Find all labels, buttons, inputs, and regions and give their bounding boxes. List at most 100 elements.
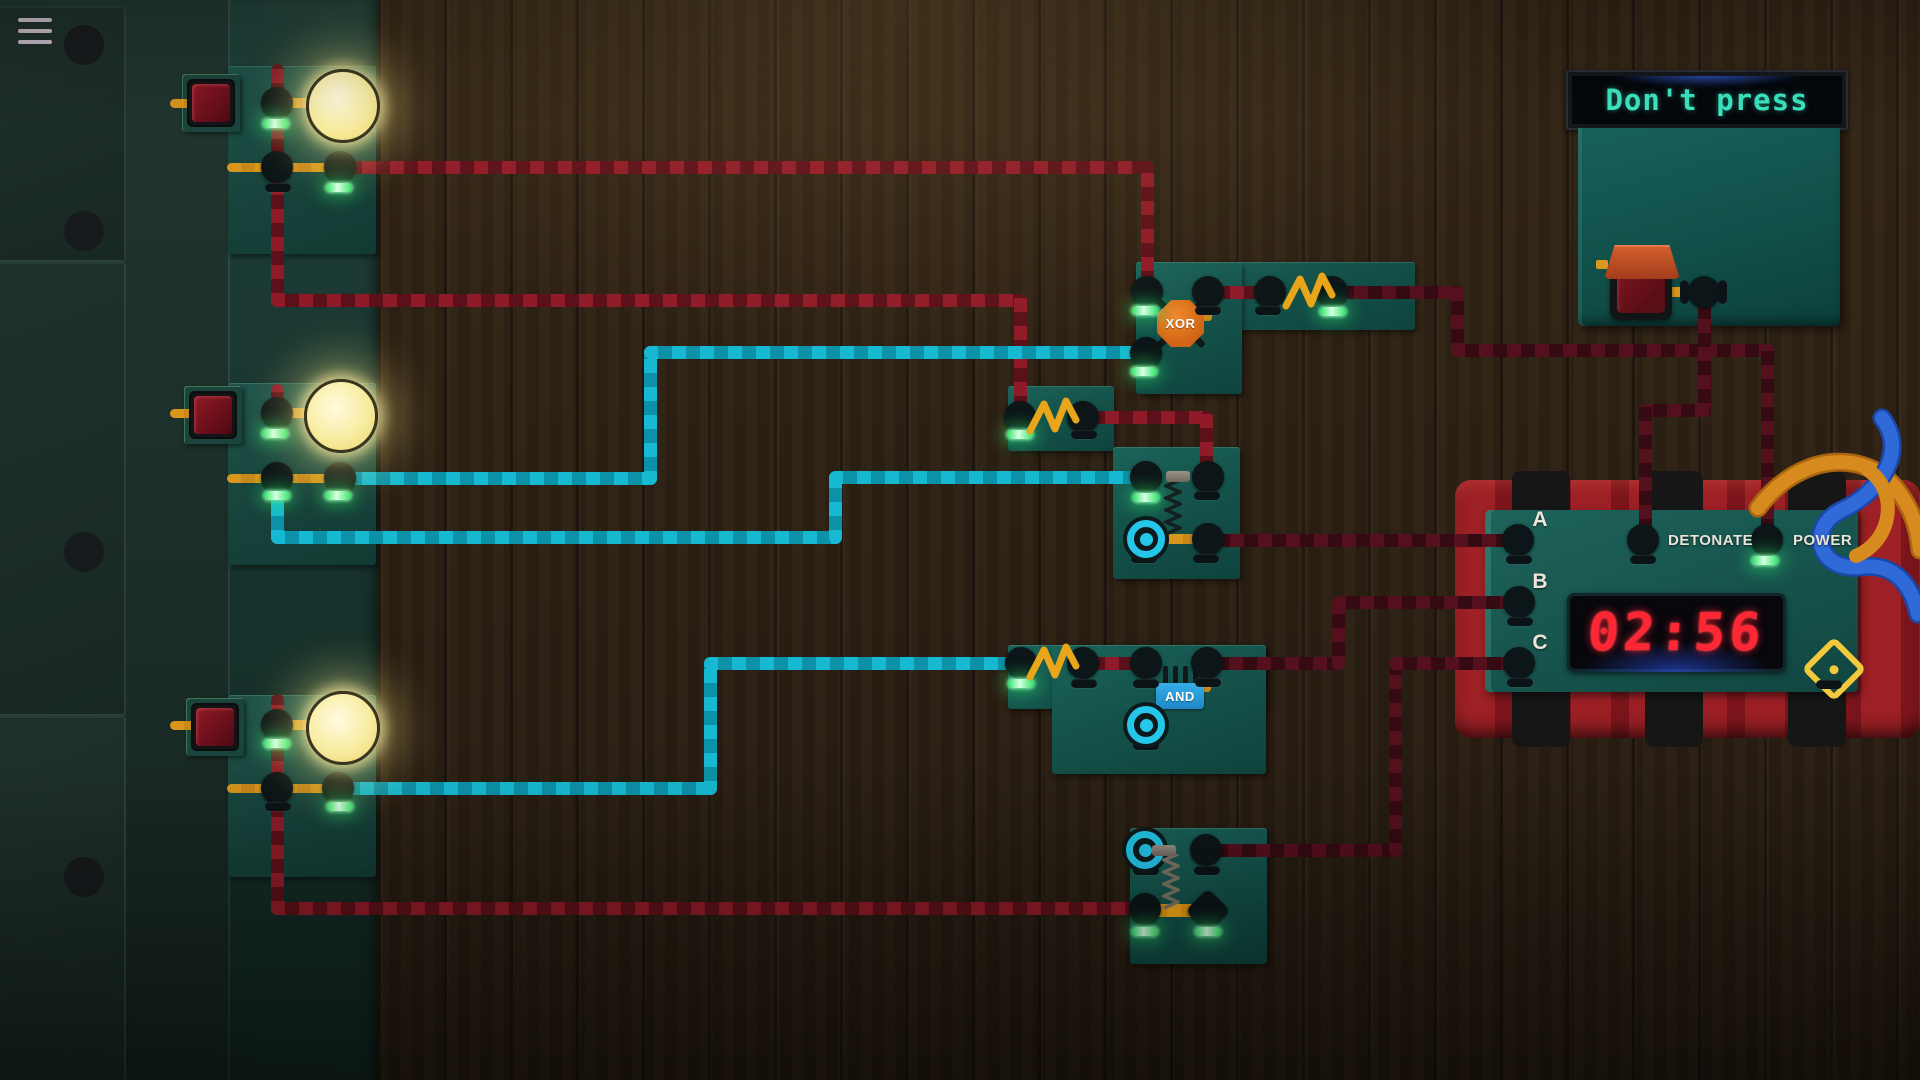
port-cover-pill	[1507, 617, 1533, 626]
module-red-button[interactable]	[187, 79, 235, 127]
green-led-indicator	[264, 491, 290, 500]
connector-port[interactable]	[1502, 524, 1534, 556]
green-led-indicator	[1195, 927, 1221, 936]
green-led-indicator	[1752, 556, 1778, 565]
connector-port[interactable]	[1191, 647, 1223, 679]
port-cover-pill	[1680, 280, 1689, 304]
bomb-input-label-A: A	[1532, 508, 1548, 531]
green-led-indicator	[1133, 493, 1159, 502]
connector-port[interactable]	[1190, 834, 1222, 866]
connector-port[interactable]	[261, 709, 293, 741]
port-cover-pill	[1255, 306, 1281, 315]
wall-door-panel	[0, 716, 126, 1080]
port-cover-pill	[1133, 679, 1159, 688]
wire-red[interactable]	[333, 160, 1154, 174]
indicator-bulb-lit	[306, 69, 380, 143]
connector-port[interactable]	[261, 772, 293, 804]
solenoid-cap	[1166, 471, 1190, 482]
wire-red[interactable]	[270, 901, 1152, 915]
connector-port[interactable]	[1129, 893, 1161, 925]
port-cover-pill	[1630, 555, 1656, 564]
connector-port[interactable]	[261, 151, 293, 183]
xor-chip-label: XOR	[1165, 316, 1196, 331]
green-led-indicator	[1132, 927, 1158, 936]
connector-port[interactable]	[1131, 276, 1163, 308]
port-cover-pill	[1816, 680, 1842, 689]
port-cover-pill	[1195, 306, 1221, 315]
coil-spring	[1159, 852, 1183, 917]
wire-cyan[interactable]	[333, 471, 657, 485]
bomb-input-label-B: B	[1532, 570, 1548, 593]
wire-cyan[interactable]	[703, 656, 717, 795]
connector-port[interactable]	[1130, 461, 1162, 493]
wire-red[interactable]	[270, 293, 1027, 307]
green-led-indicator	[1132, 306, 1158, 315]
resistor-component[interactable]	[1026, 391, 1080, 446]
rotary-dial[interactable]	[1123, 702, 1169, 748]
connector-port[interactable]	[1192, 461, 1224, 493]
green-led-indicator	[262, 429, 288, 438]
connector-port[interactable]	[1503, 647, 1535, 679]
connector-port[interactable]	[1503, 586, 1535, 618]
connector-port[interactable]	[322, 772, 354, 804]
wire-cyan[interactable]	[703, 656, 1028, 670]
connector-port[interactable]	[1192, 276, 1224, 308]
detonate-label: DETONATE	[1668, 532, 1754, 549]
port-cover-pill	[1718, 280, 1727, 304]
green-led-indicator	[327, 802, 353, 811]
port-cover-pill	[1194, 491, 1220, 500]
connector-port[interactable]	[1130, 337, 1162, 369]
wire-cyan[interactable]	[643, 345, 1153, 359]
green-led-indicator	[263, 119, 289, 128]
and-chip: AND	[1156, 683, 1204, 709]
solenoid-cap	[1152, 845, 1176, 856]
rivet	[64, 532, 104, 572]
wire-cyan[interactable]	[643, 345, 657, 485]
warning-sign-text: Don't press	[1605, 83, 1809, 117]
port-cover-pill	[1507, 678, 1533, 687]
wire-reddark[interactable]	[1760, 343, 1774, 547]
connector-port[interactable]	[324, 462, 356, 494]
green-led-indicator	[326, 183, 352, 192]
hamburger-menu-icon[interactable]	[18, 18, 52, 51]
and-chip-label: AND	[1165, 688, 1195, 704]
rotary-dial[interactable]	[1123, 516, 1169, 562]
timer-display: 02:56	[1567, 593, 1786, 672]
module-red-button[interactable]	[191, 703, 239, 751]
wire-cyan[interactable]	[270, 530, 842, 544]
connector-port[interactable]	[261, 87, 293, 119]
resistor-component[interactable]	[1026, 637, 1080, 692]
lever-handle[interactable]	[1604, 245, 1680, 279]
wire-reddark[interactable]	[1331, 595, 1526, 609]
wire-cyan[interactable]	[828, 470, 1153, 484]
module-red-button[interactable]	[189, 391, 237, 439]
connector-port[interactable]	[1751, 524, 1783, 556]
connector-port[interactable]	[1688, 276, 1720, 308]
connector-port[interactable]	[1627, 524, 1659, 556]
power-label: POWER	[1793, 532, 1853, 549]
connector-port[interactable]	[324, 151, 356, 183]
connector-port[interactable]	[1130, 647, 1162, 679]
wire-reddark[interactable]	[1450, 343, 1774, 357]
rivet	[64, 211, 104, 251]
connector-port[interactable]	[1192, 523, 1224, 555]
connector-port[interactable]	[261, 462, 293, 494]
port-cover-pill	[1195, 678, 1221, 687]
port-cover-pill	[1506, 555, 1532, 564]
port-cover-pill	[265, 183, 291, 192]
lever-pin	[1596, 260, 1608, 269]
warning-sign: Don't press	[1566, 70, 1848, 130]
indicator-bulb-lit	[306, 691, 380, 765]
connector-port[interactable]	[261, 397, 293, 429]
wire-reddark[interactable]	[1199, 843, 1402, 857]
wire-reddark[interactable]	[1201, 533, 1525, 547]
wire-reddark[interactable]	[1388, 656, 1402, 857]
resistor-component[interactable]	[1282, 266, 1336, 321]
indicator-bulb-lit	[304, 379, 378, 453]
wire-cyan[interactable]	[331, 781, 717, 795]
port-cover-pill	[1194, 866, 1220, 875]
green-led-indicator	[1131, 367, 1157, 376]
warning-sign-screen: Don't press	[1572, 76, 1842, 124]
port-cover-pill	[1193, 554, 1219, 563]
port-cover-pill	[265, 802, 291, 811]
